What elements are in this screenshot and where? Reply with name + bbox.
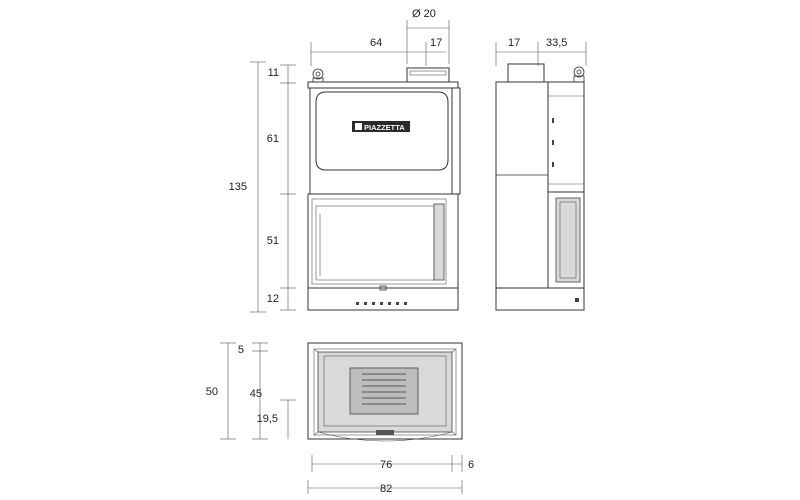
dim-side-flue-offset: 17 — [508, 37, 520, 49]
top-cap — [307, 81, 459, 89]
dim-plan-front-offset: 19,5 — [257, 413, 278, 425]
side-dimensions: 17 33,5 — [495, 37, 587, 66]
dim-door-height: 51 — [267, 235, 279, 247]
side-view — [495, 63, 585, 311]
side-base — [495, 287, 585, 311]
dim-flue-diameter: Ø 20 — [412, 8, 436, 20]
plan-grate-slots — [362, 373, 406, 405]
side-hood-bolts — [552, 118, 554, 167]
dim-plan-inner-width: 76 — [380, 459, 392, 471]
firebox-door — [311, 198, 447, 285]
firebox-frame — [307, 193, 459, 289]
piazzetta-logo-icon: PIAZZETTA — [352, 121, 410, 132]
plan-view — [307, 342, 463, 442]
logo-text: PIAZZETTA — [364, 123, 405, 132]
side-lifting-ring — [573, 66, 585, 83]
dim-side-depth: 33,5 — [546, 37, 567, 49]
side-flue-collar — [507, 63, 545, 85]
dim-plan-total-depth: 50 — [206, 386, 218, 398]
side-hood — [547, 81, 585, 193]
firebox-side-glass — [433, 203, 445, 281]
hood-side-flange — [451, 87, 461, 195]
side-glass — [555, 197, 581, 283]
dim-plan-top-margin: 5 — [238, 344, 244, 356]
base-vent-slots — [356, 302, 407, 305]
dim-plan-side-margin: 6 — [468, 459, 474, 471]
dim-total-height: 135 — [229, 181, 247, 193]
plan-door-arc — [317, 431, 453, 442]
dim-top-cap: 11 — [268, 67, 279, 79]
lifting-ring-left — [312, 68, 324, 84]
dim-plan-inner-depth: 45 — [250, 388, 262, 400]
front-view: PIAZZETTA — [307, 67, 461, 311]
plan-grate — [349, 367, 419, 415]
door-handle — [379, 285, 387, 291]
dim-plan-total-width: 82 — [380, 483, 392, 495]
dim-front-flue-offset: 17 — [430, 37, 442, 49]
plan-dimensions: 50 5 45 19,5 76 6 82 — [206, 342, 474, 495]
dim-front-width: 64 — [370, 37, 382, 49]
dim-base-height: 12 — [267, 293, 279, 305]
front-dimensions: Ø 20 64 17 11 61 51 12 135 — [229, 8, 450, 313]
base-plinth — [307, 287, 459, 311]
dim-upper-body: 61 — [267, 133, 279, 145]
flue-collar-band — [409, 70, 447, 76]
